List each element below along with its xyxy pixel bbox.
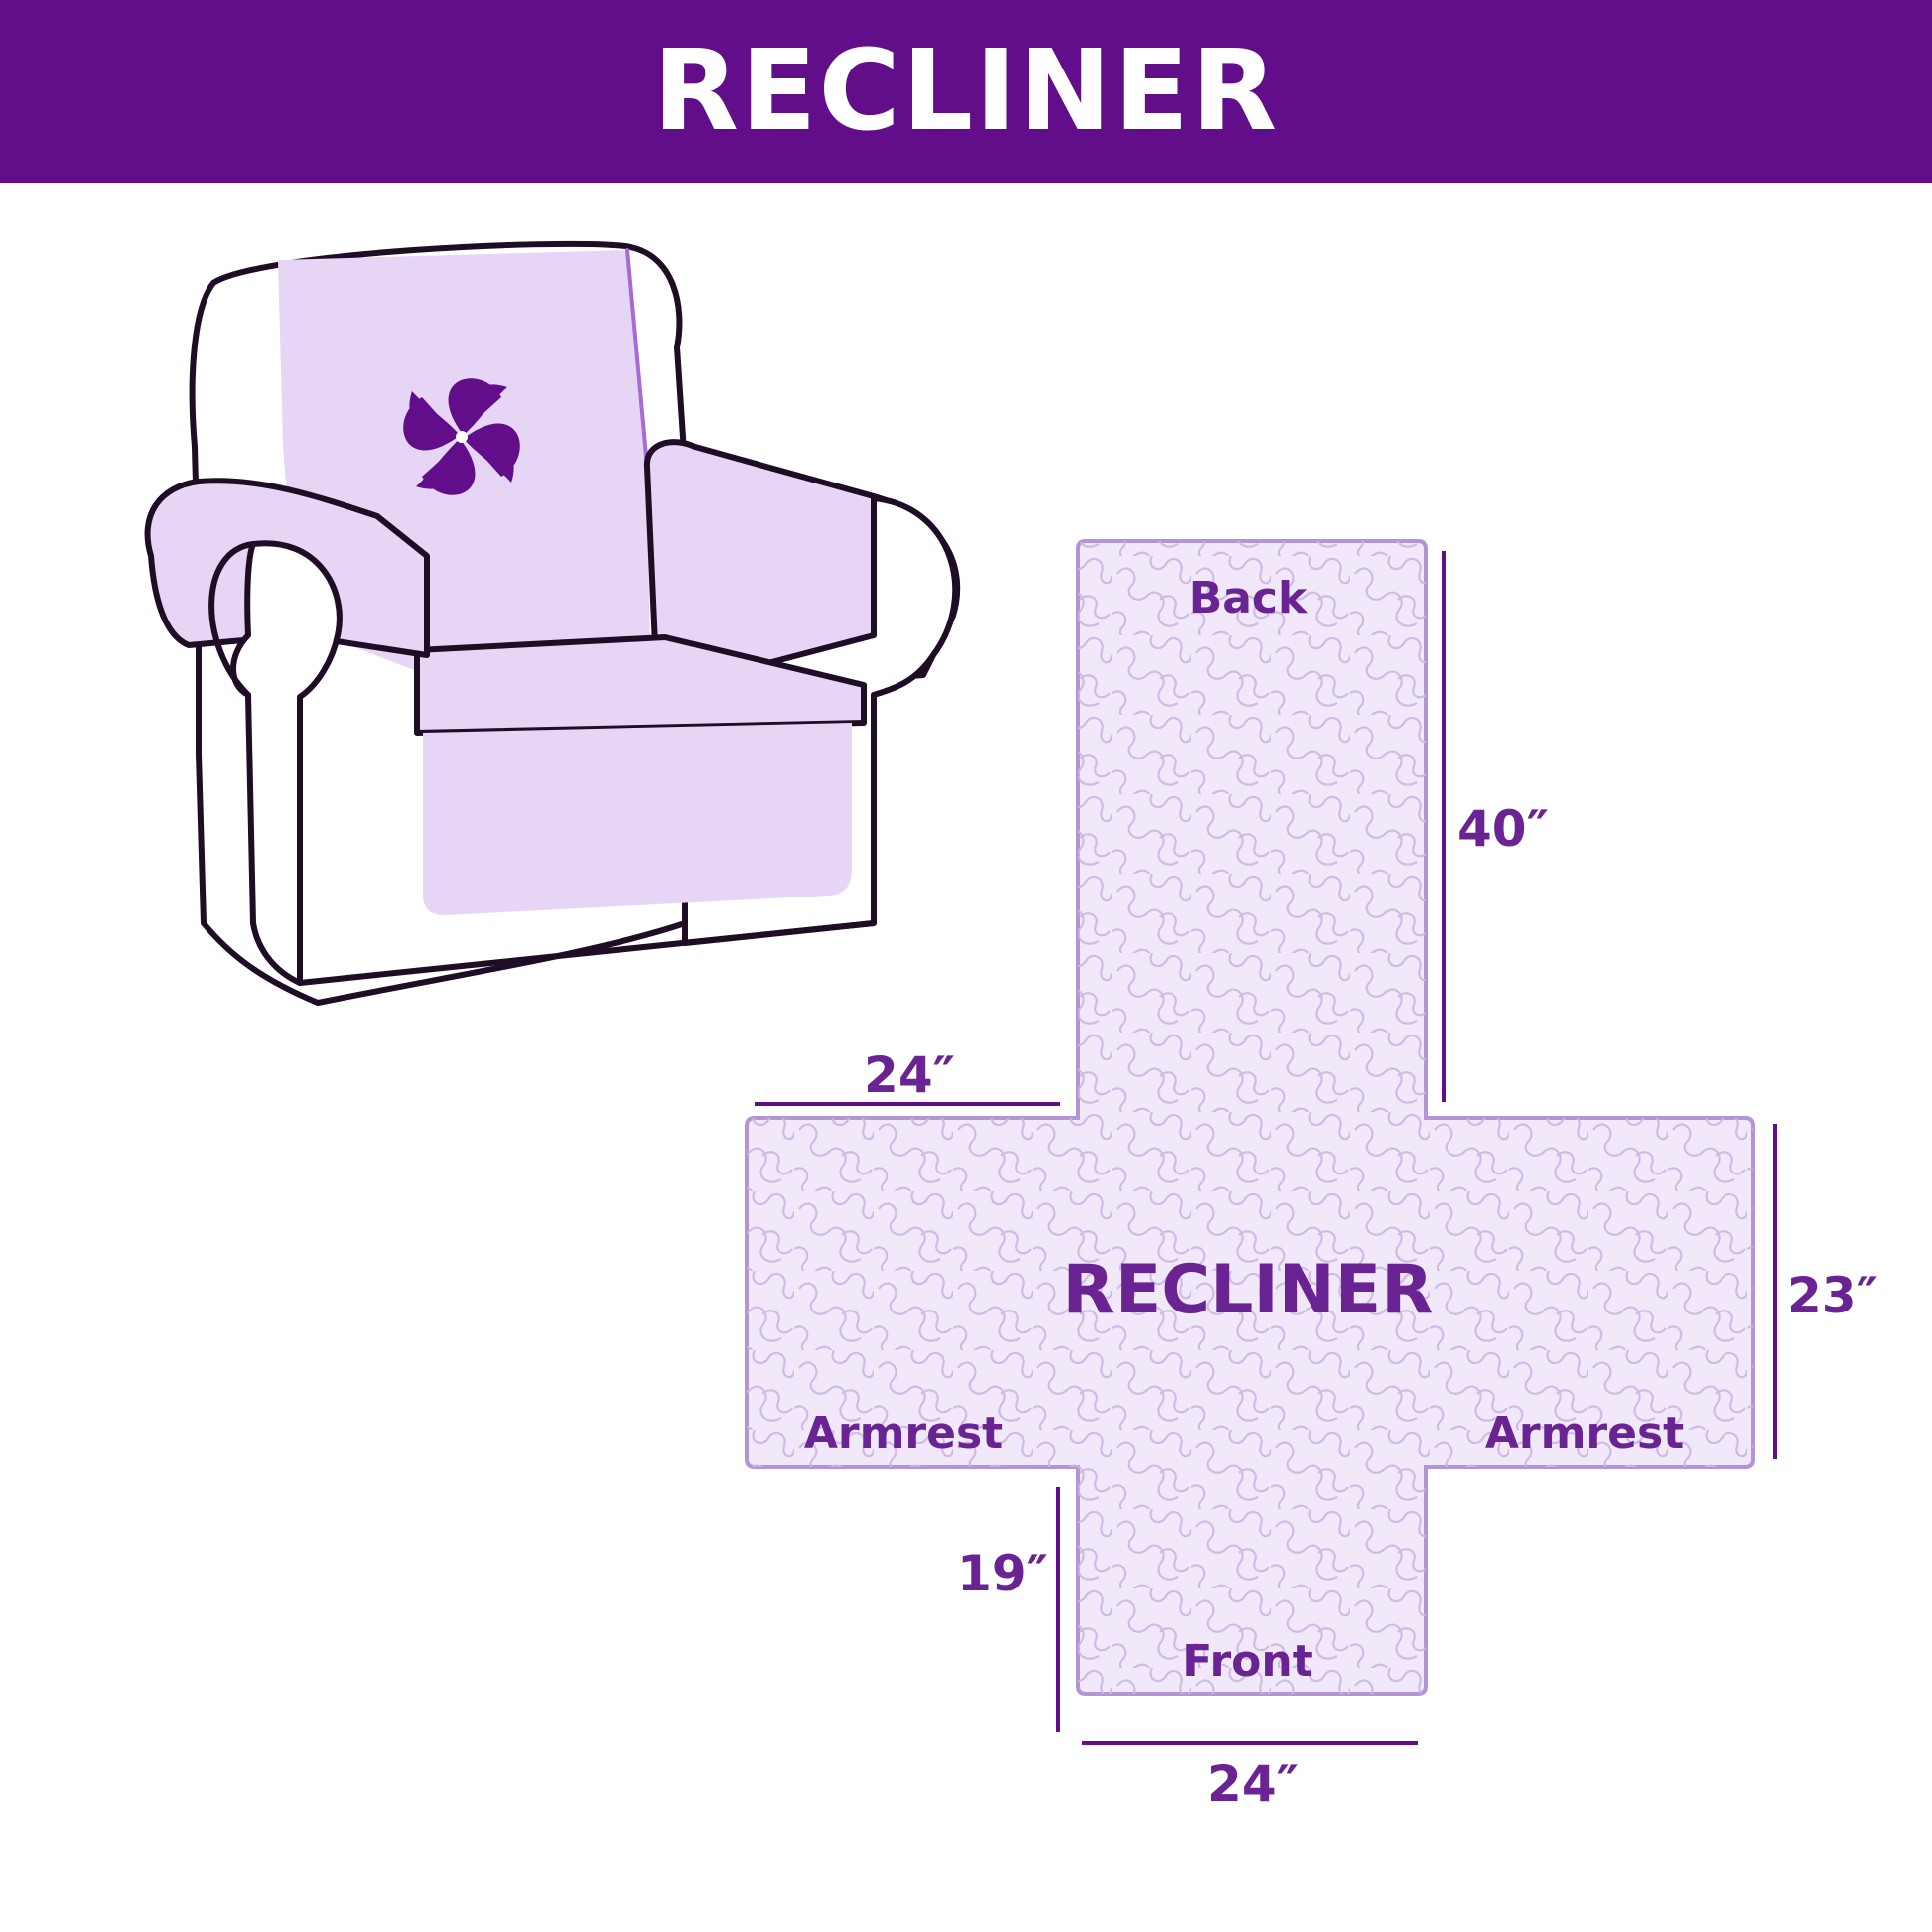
section-label-back: Back xyxy=(1189,573,1309,623)
chair-seat-cushion xyxy=(414,634,867,736)
chair-seat-front xyxy=(423,723,852,915)
dimension-labels: 40″ 24″ 23″ 19″ 24″ xyxy=(864,800,1878,1813)
dim-label-front-length: 19″ xyxy=(957,1545,1048,1602)
dim-label-front-width: 24″ xyxy=(1207,1755,1299,1813)
section-label-armrest-right: Armrest xyxy=(1485,1408,1684,1458)
dim-label-armrest-width: 24″ xyxy=(864,1046,955,1104)
header-banner: RECLINER xyxy=(0,0,1932,183)
pinwheel-logo-icon xyxy=(403,378,520,495)
backrest-edge-line xyxy=(625,248,649,469)
dimension-lines xyxy=(755,551,1777,1745)
chair-left-arm-front xyxy=(230,540,343,986)
cover-quilt-pattern xyxy=(747,541,1753,1694)
armchair-illustration xyxy=(144,240,961,1006)
section-label-armrest-left: Armrest xyxy=(804,1408,1003,1458)
chair-left-arm-outline xyxy=(208,541,256,698)
dim-label-armrest-depth: 23″ xyxy=(1787,1267,1878,1324)
cover-center-label: RECLINER xyxy=(1062,1251,1433,1329)
dim-label-back-length: 40″ xyxy=(1457,800,1549,858)
section-label-front: Front xyxy=(1182,1636,1313,1687)
page-title: RECLINER xyxy=(652,27,1280,156)
chair-front-base-line xyxy=(297,920,877,986)
cover-layout: Back RECLINER Armrest Armrest Front xyxy=(745,539,1755,1696)
logo-center-dot xyxy=(456,431,468,443)
